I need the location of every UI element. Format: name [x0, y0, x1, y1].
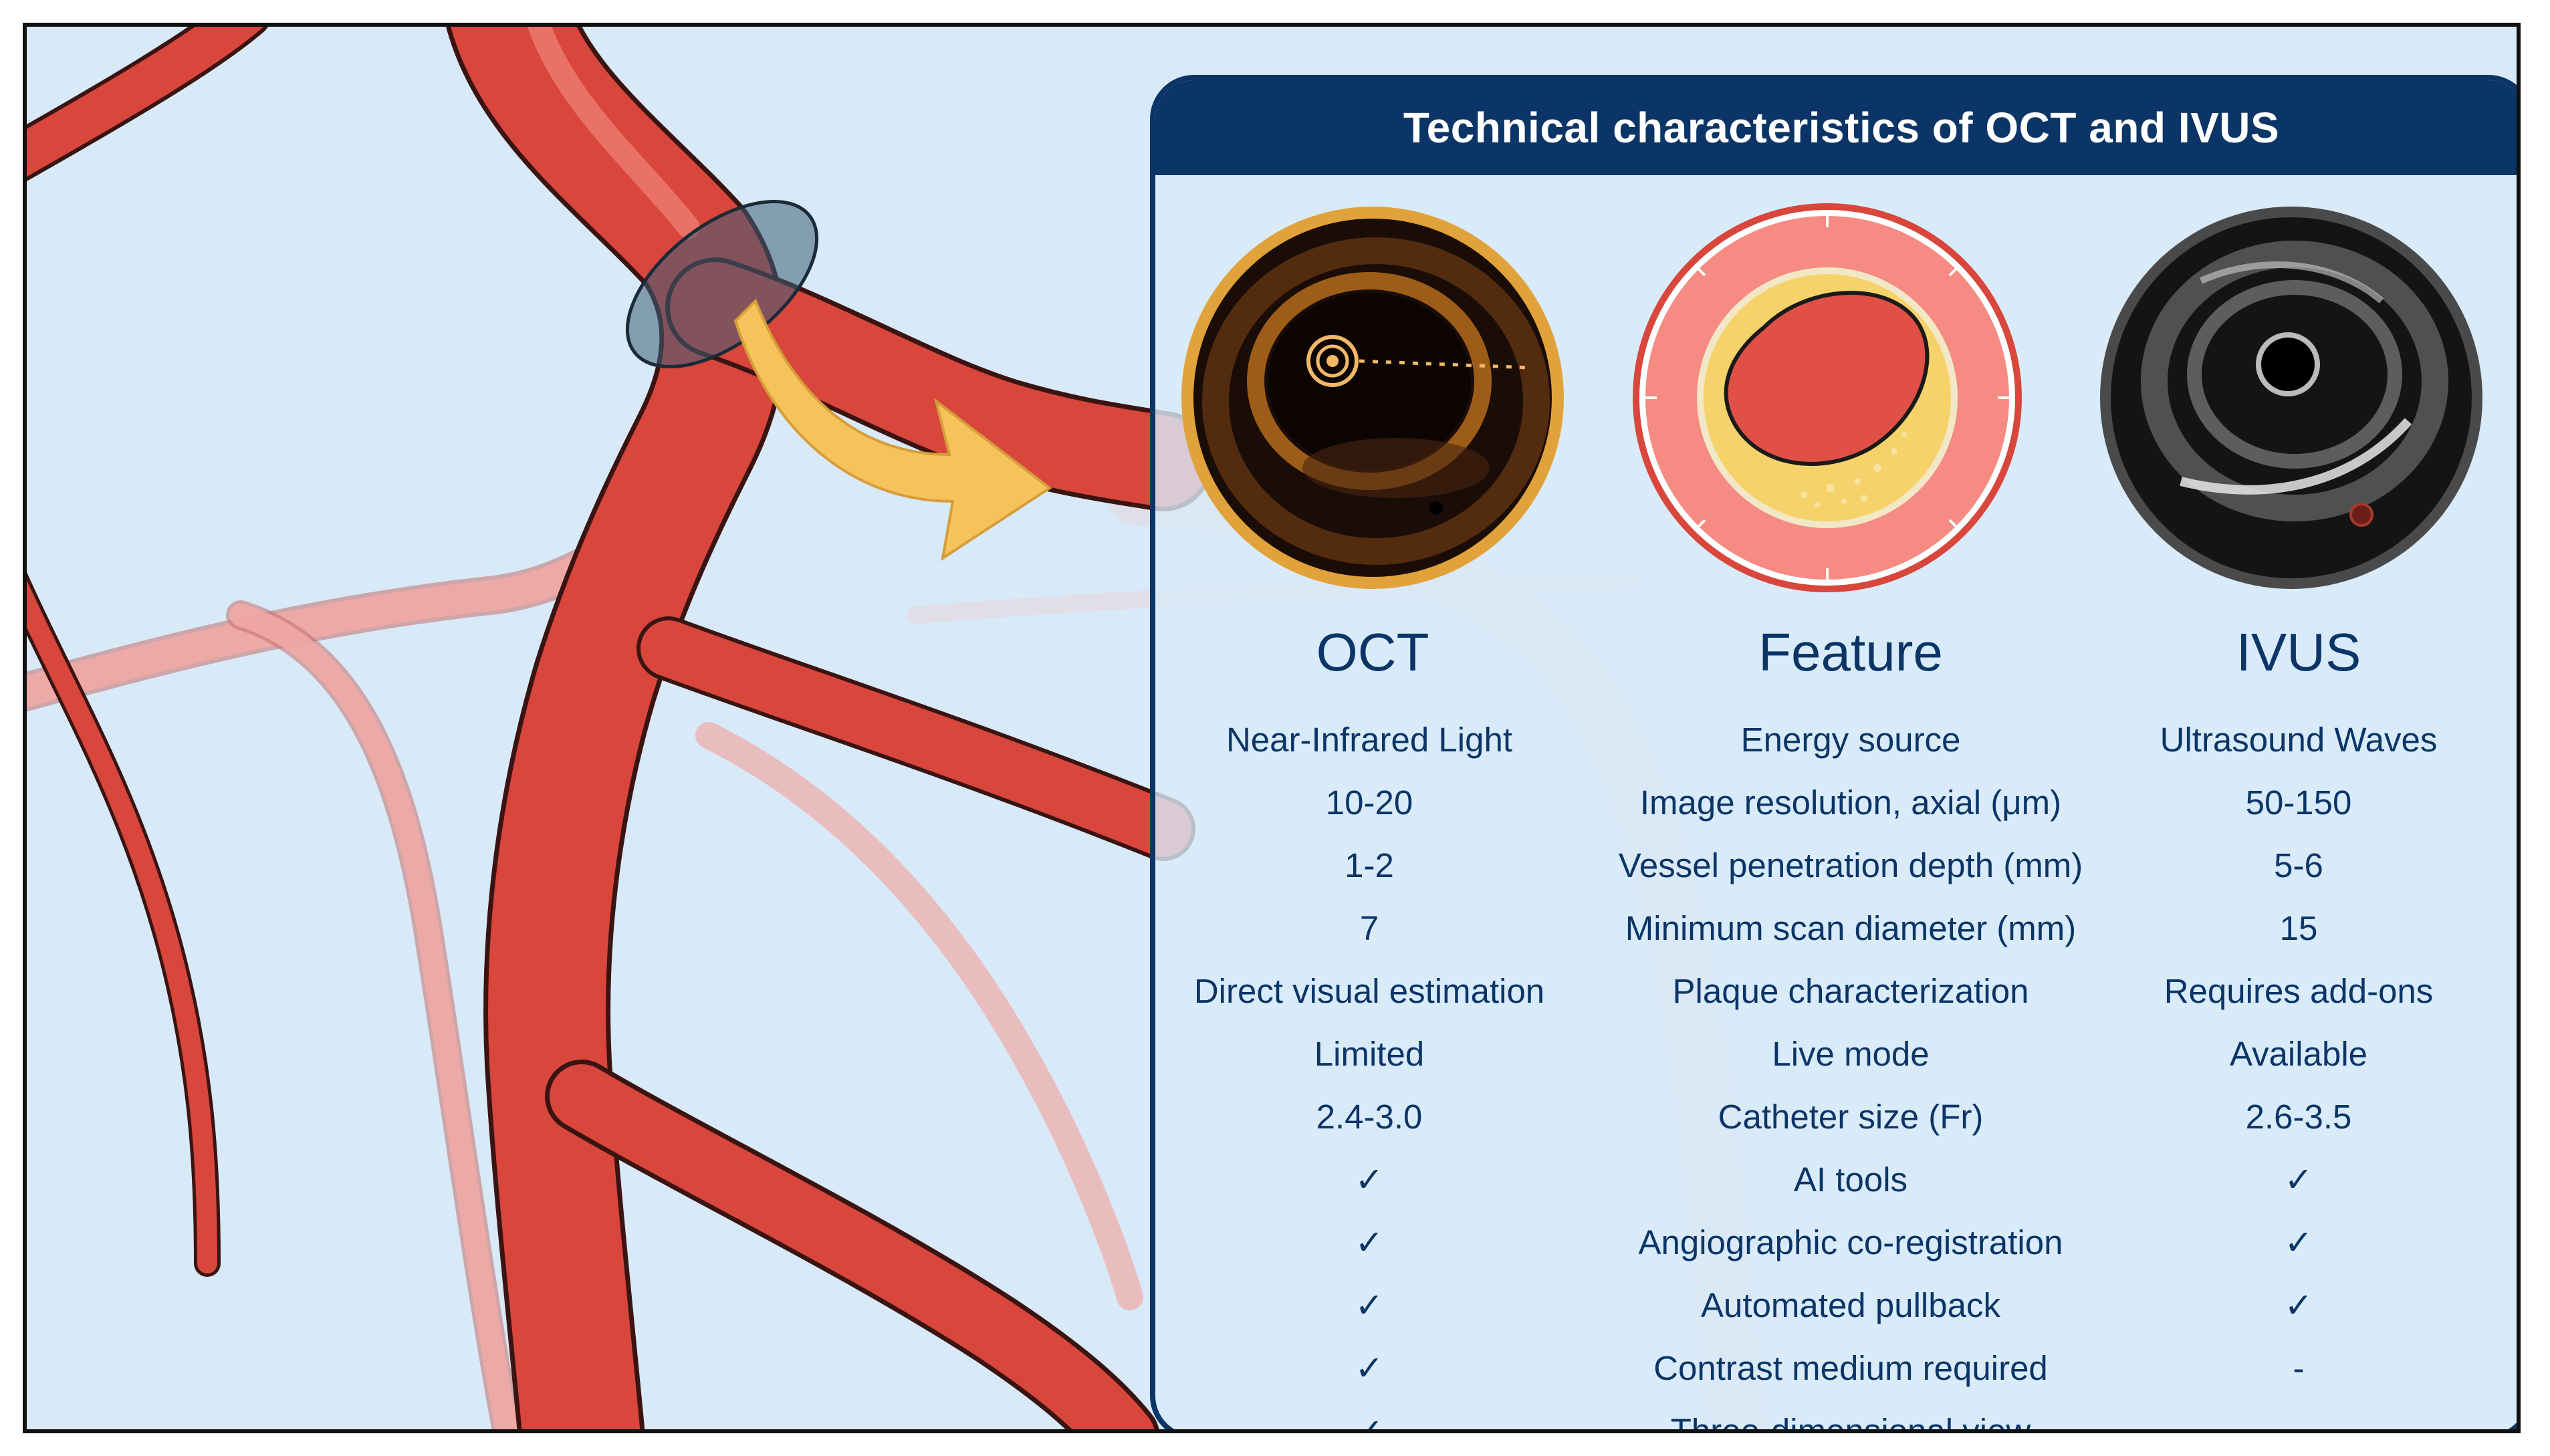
ivus-value: 2.6-3.5	[2245, 1098, 2352, 1136]
ivus-value: 50-150	[2245, 783, 2352, 822]
oct-value: Limited	[1314, 1035, 1425, 1073]
feature-name: Catheter size (Fr)	[1718, 1098, 1984, 1136]
comparison-panel: Technical characteristics of OCT and IVU…	[1150, 75, 2517, 1433]
figure-frame: Technical characteristics of OCT and IVU…	[23, 23, 2521, 1433]
table-row: ✓ Three-dimensional view -	[1155, 1400, 2517, 1433]
oct-value: 2.4-3.0	[1316, 1098, 1423, 1136]
comparison-table: Near-Infrared Light Energy source Ultras…	[1155, 709, 2517, 1433]
table-row: Limited Live mode Available	[1155, 1023, 2517, 1086]
table-row: ✓ Automated pullback ✓	[1155, 1274, 2517, 1337]
main-arteries	[27, 27, 1213, 1429]
table-row: ✓ Angiographic co-registration ✓	[1155, 1211, 2517, 1274]
ivus-value: Requires add-ons	[2164, 972, 2434, 1010]
ivus-value: Available	[2229, 1035, 2368, 1073]
oct-value: 7	[1359, 909, 1379, 947]
ivus-value: ✓	[2284, 1161, 2313, 1199]
ivus-value: -	[2293, 1349, 2305, 1387]
feature-name: Minimum scan diameter (mm)	[1625, 909, 2077, 947]
table-row: ✓ Contrast medium required -	[1155, 1337, 2517, 1400]
oct-value: ✓	[1355, 1349, 1384, 1387]
feature-name: AI tools	[1793, 1161, 1908, 1199]
table-row: ✓ AI tools ✓	[1155, 1148, 2517, 1211]
oct-value: 1-2	[1345, 846, 1394, 884]
feature-name: Plaque characterization	[1672, 972, 2029, 1010]
vessel-cross-section-schematic	[1633, 203, 2022, 592]
oct-value: Direct visual estimation	[1193, 972, 1545, 1010]
ivus-image	[2100, 207, 2482, 589]
oct-value: ✓	[1355, 1161, 1384, 1199]
column-header-feature: Feature	[1758, 622, 1943, 682]
table-row: 2.4-3.0 Catheter size (Fr) 2.6-3.5	[1155, 1086, 2517, 1148]
direction-arrow	[733, 298, 1052, 562]
oct-image	[1181, 207, 1564, 589]
feature-name: Angiographic co-registration	[1638, 1223, 2063, 1261]
panel-title: Technical characteristics of OCT and IVU…	[1403, 104, 2280, 152]
ivus-value: ✓	[2284, 1286, 2313, 1324]
oct-value: Near-Infrared Light	[1226, 721, 1513, 759]
feature-name: Vessel penetration depth (mm)	[1618, 846, 2083, 884]
table-row: 1-2 Vessel penetration depth (mm) 5-6	[1155, 834, 2517, 897]
oct-value: 10-20	[1325, 783, 1413, 822]
table-row: 10-20 Image resolution, axial (μm) 50-15…	[1155, 771, 2517, 834]
oct-value: ✓	[1355, 1223, 1384, 1261]
feature-name: Energy source	[1740, 721, 1961, 759]
column-header-oct: OCT	[1316, 622, 1429, 682]
table-row: Direct visual estimation Plaque characte…	[1155, 960, 2517, 1023]
ivus-value: Ultrasound Waves	[2160, 721, 2438, 759]
ivus-value: ✓	[2284, 1223, 2313, 1261]
ivus-value: 5-6	[2274, 846, 2323, 884]
ivus-value: 15	[2279, 909, 2318, 947]
feature-name: Three-dimensional view	[1670, 1412, 2031, 1433]
feature-name: Image resolution, axial (μm)	[1639, 783, 2062, 822]
feature-name: Automated pullback	[1701, 1286, 2000, 1324]
feature-name: Live mode	[1772, 1035, 1930, 1073]
panel-header: Technical characteristics of OCT and IVU…	[1155, 80, 2517, 175]
table-row: 7 Minimum scan diameter (mm) 15	[1155, 897, 2517, 960]
table-row: Near-Infrared Light Energy source Ultras…	[1155, 709, 2517, 771]
ivus-value: -	[2293, 1412, 2305, 1433]
feature-name: Contrast medium required	[1653, 1349, 2048, 1387]
oct-value: ✓	[1355, 1412, 1384, 1433]
column-header-ivus: IVUS	[2236, 622, 2361, 682]
oct-value: ✓	[1355, 1286, 1384, 1324]
